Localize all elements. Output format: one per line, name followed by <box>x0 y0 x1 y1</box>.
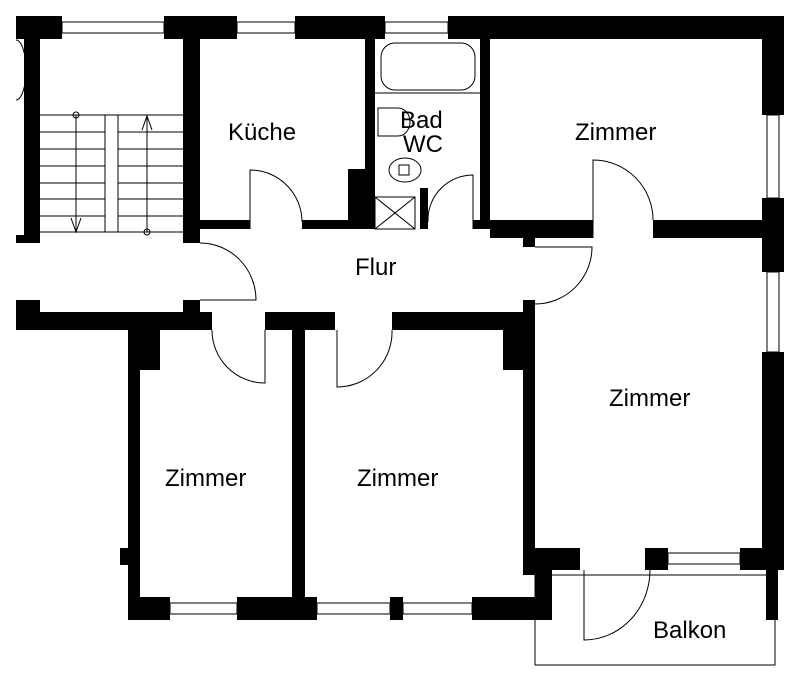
label-room-middle: Zimmer <box>357 465 438 492</box>
bathtub <box>380 42 476 91</box>
shaft <box>374 196 416 230</box>
bathroom-fixtures <box>374 42 480 230</box>
neighbor-door-arc <box>15 39 27 101</box>
label-room-top-right: Zimmer <box>575 119 656 146</box>
toilet <box>388 157 422 183</box>
label-room-right: Zimmer <box>609 385 690 412</box>
doors <box>199 159 654 641</box>
label-kitchen: Küche <box>228 119 296 146</box>
windows <box>61 21 780 615</box>
sink <box>377 107 411 137</box>
label-wc: WC <box>403 131 443 158</box>
label-bath: Bad <box>400 107 443 134</box>
label-balcony: Balkon <box>653 617 726 644</box>
staircase <box>40 111 183 236</box>
label-room-left: Zimmer <box>165 465 246 492</box>
label-hall: Flur <box>355 254 396 281</box>
balcony-outline <box>534 574 776 666</box>
